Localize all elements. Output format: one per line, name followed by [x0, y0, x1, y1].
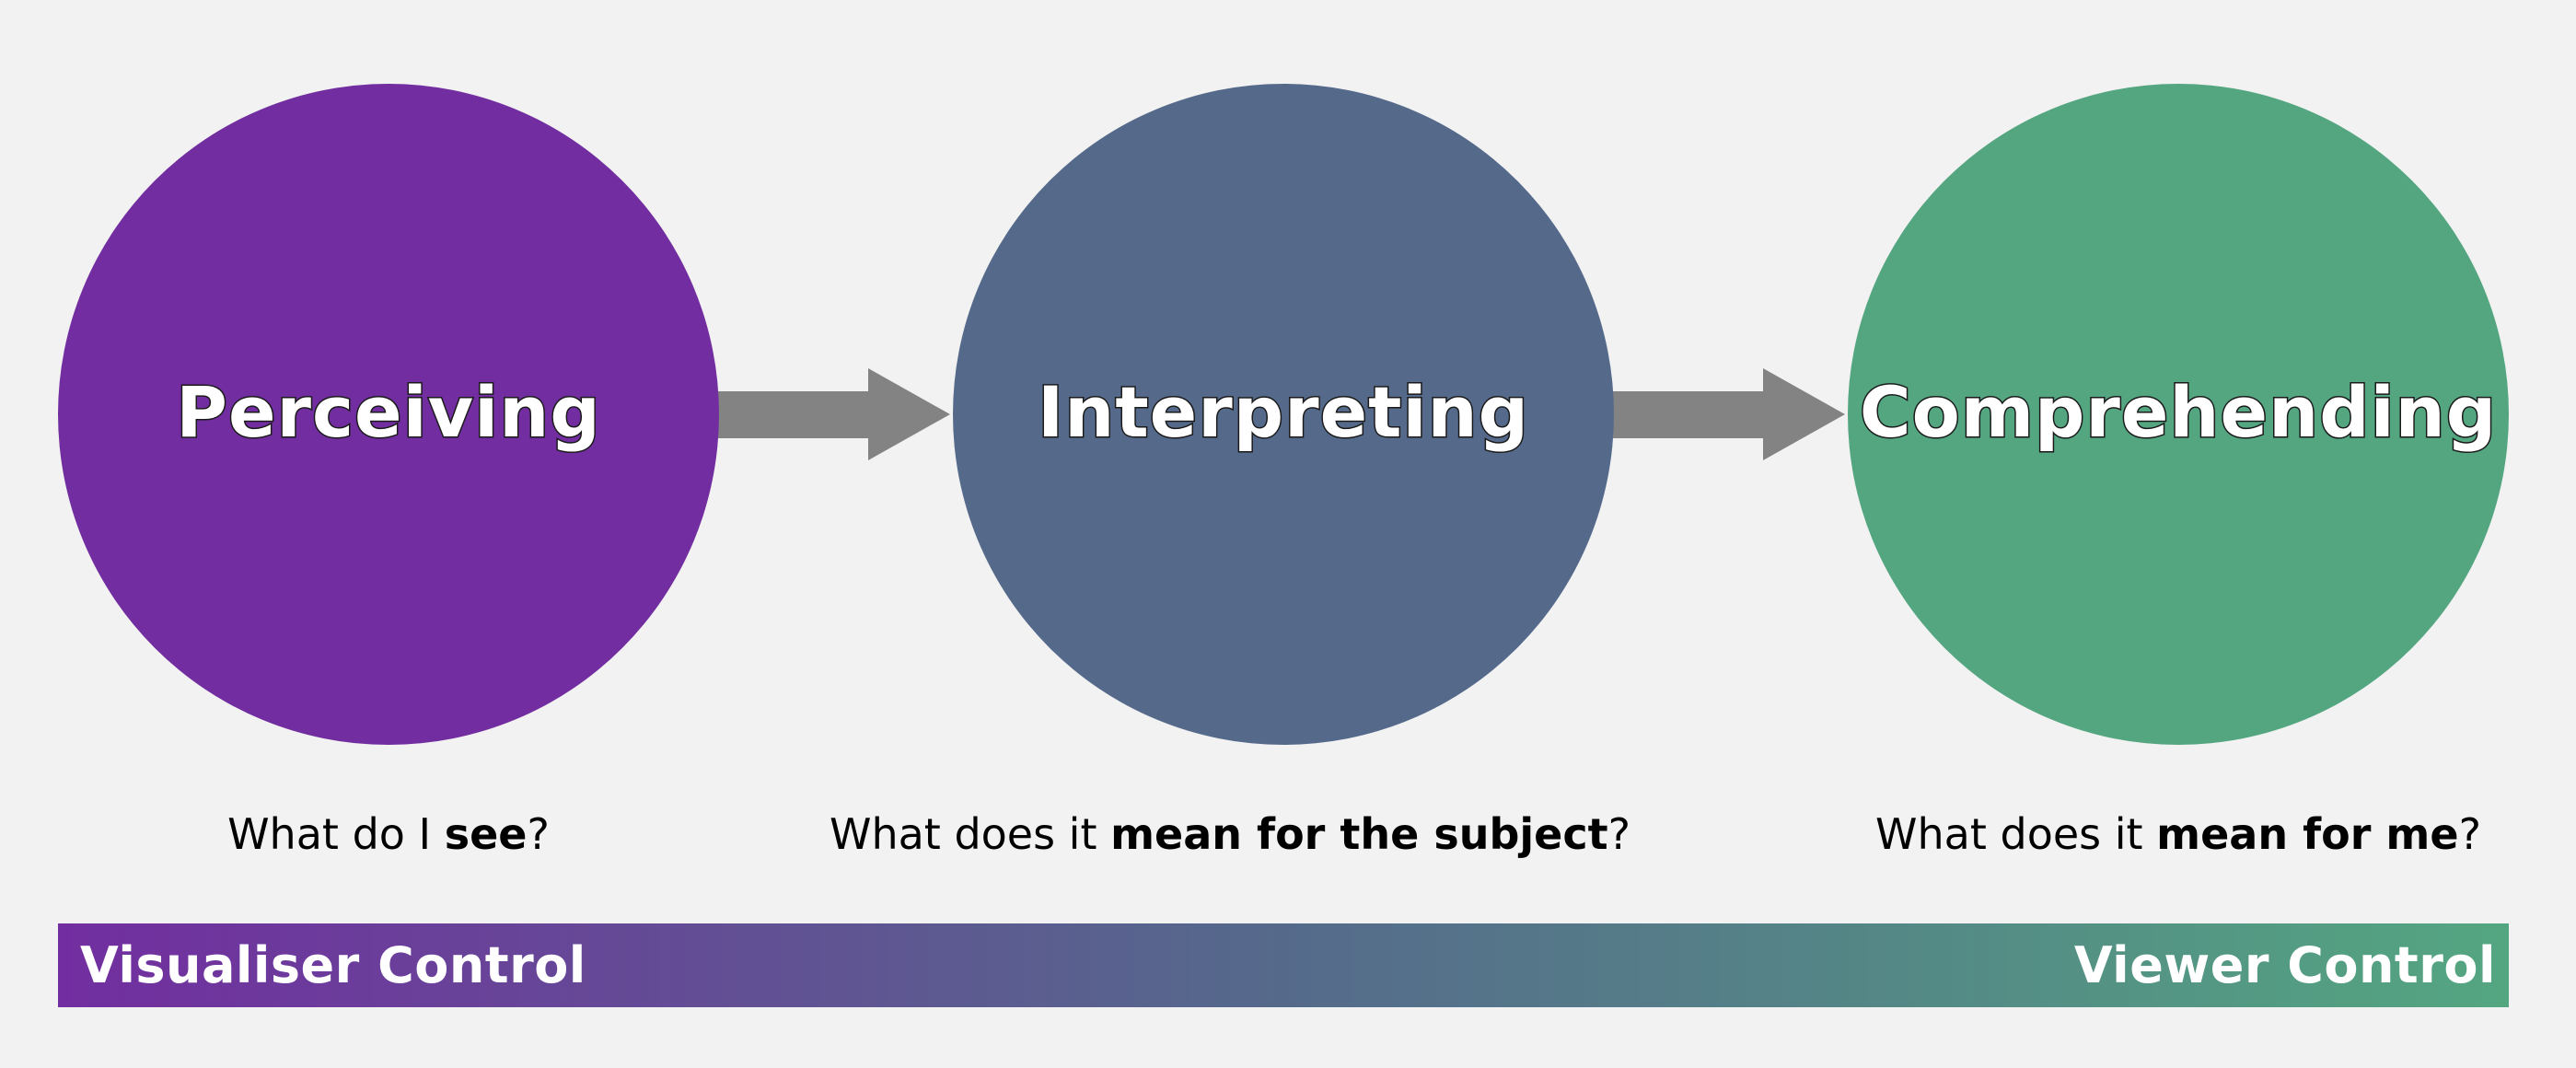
question-emphasis: mean for me — [2156, 809, 2459, 859]
question-prefix: What does it — [1875, 809, 2157, 859]
stage-label-interpreting: Interpreting — [1038, 371, 1529, 453]
question-suffix: ? — [2458, 809, 2481, 859]
stage-circle-interpreting — [953, 84, 1614, 745]
viewer-control-label: Viewer Control — [2073, 936, 2496, 994]
stage-circle-perceiving — [58, 84, 719, 745]
question-comprehending: What does it mean for me? — [1764, 803, 2576, 865]
question-prefix: What do I — [227, 809, 445, 859]
stage-label-perceiving: Perceiving — [176, 371, 600, 453]
stage-circle-comprehending — [1848, 84, 2509, 745]
question-suffix: ? — [527, 809, 550, 859]
control-gradient-bar: Visualiser Control Viewer Control — [58, 923, 2509, 1007]
question-emphasis: mean for the subject — [1110, 809, 1608, 859]
arrow-perceiving-to-interpreting — [718, 368, 950, 460]
question-prefix: What does it — [829, 809, 1111, 859]
question-suffix: ? — [1607, 809, 1631, 859]
arrow-interpreting-to-comprehending — [1613, 368, 1845, 460]
question-emphasis: see — [444, 809, 528, 859]
visualiser-control-label: Visualiser Control — [80, 936, 586, 994]
question-perceiving: What do I see? — [0, 803, 803, 865]
stage-label-comprehending: Comprehending — [1860, 371, 2497, 453]
question-interpreting: What does it mean for the subject? — [816, 803, 1644, 865]
